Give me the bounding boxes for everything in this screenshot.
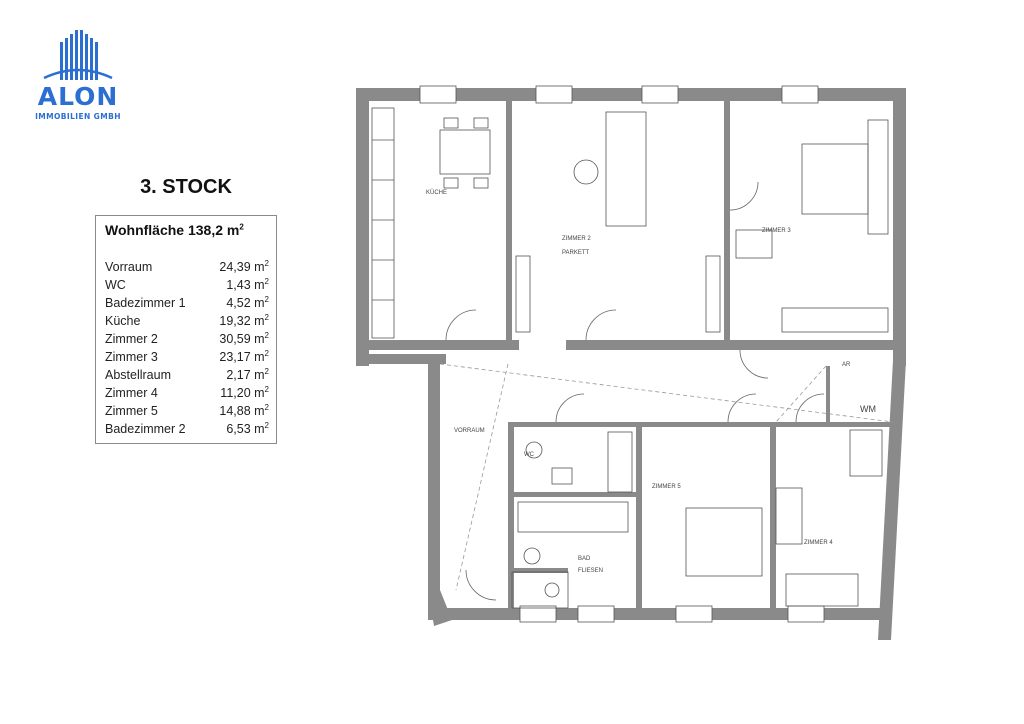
label-zimmer4: ZIMMER 4 [804,540,833,546]
kitchen-counter [371,107,395,339]
label-vorraum: VORRAUM [454,428,485,434]
room-name: Abstellraum [105,368,171,382]
bed-zimmer-3 [801,143,869,215]
label-wm: WM [860,404,876,414]
sofa [605,111,647,227]
label-fliesen: FLIESEN [578,568,603,574]
room-area: 23,17 m2 [219,348,269,364]
living-area-heading: Wohnfläche 138,2 m2 [105,222,244,238]
room-name: Vorraum [105,260,153,274]
interior-walls-lower [508,366,893,608]
room-area-list: Vorraum 24,39 m2 WC 1,43 m2 Badezimmer 1 4,52… [105,258,269,438]
label-kueche: KÜCHE [426,189,447,196]
room-name: Küche [105,314,141,328]
door-swings [445,181,825,601]
room-name: Zimmer 2 [105,332,158,346]
label-ar: AR [842,362,851,368]
area-summary-box: Wohnfläche 138,2 m2 Vorraum 24,39 m2 WC 1,4… [95,215,277,444]
label-wc: WC [524,452,535,458]
room-area: 30,59 m2 [219,330,269,346]
room-area: 1,43 m2 [226,276,269,292]
coffee-table [573,159,599,185]
area-row: Badezimmer 2 6,53 m2 [105,420,269,438]
label-zimmer5: ZIMMER 5 [652,484,681,490]
top-windows [419,85,819,104]
company-logo: ALON IMMOBILIEN GMBH [28,28,128,128]
room-name: Zimmer 4 [105,386,158,400]
room-name: Zimmer 5 [105,404,158,418]
room-area: 24,39 m2 [219,258,269,274]
area-row: Küche 19,32 m2 [105,312,269,330]
area-row: Zimmer 4 11,20 m2 [105,384,269,402]
label-zimmer2: ZIMMER 2 [562,236,591,242]
room-area: 4,52 m2 [226,294,269,310]
brand-subtitle: IMMOBILIEN GMBH [35,112,121,121]
room-area: 2,17 m2 [226,366,269,382]
wc-room [511,571,569,609]
label-parkett: PARKETT [562,250,590,256]
dashed-guides [439,363,894,591]
area-row: WC 1,43 m2 [105,276,269,294]
brand-name: ALON [37,82,119,111]
area-row: Badezimmer 1 4,52 m2 [105,294,269,312]
area-row: Zimmer 5 14,88 m2 [105,402,269,420]
desk-zimmer-4 [775,487,803,545]
room-area: 11,20 m2 [220,384,269,400]
room-name: Zimmer 3 [105,350,158,364]
room-area: 6,53 m2 [226,420,269,436]
area-row: Zimmer 3 23,17 m2 [105,348,269,366]
interior-walls-upper [369,101,893,350]
bathtub [607,431,633,493]
label-zimmer3: ZIMMER 3 [762,228,791,234]
area-row: Zimmer 2 30,59 m2 [105,330,269,348]
floor-plan: KÜCHE ZIMMER 2 ZIMMER 3 VORRAUM ZIMMER 5… [356,85,906,640]
floor-title: 3. STOCK [140,176,232,198]
outer-walls [356,88,906,640]
room-name: WC [105,278,126,292]
bed-zimmer-5 [685,507,763,577]
area-row: Vorraum 24,39 m2 [105,258,269,276]
area-row: Abstellraum 2,17 m2 [105,366,269,384]
bottom-windows [519,605,825,623]
room-area: 14,88 m2 [219,402,269,418]
dining-table [439,129,491,175]
room-name: Badezimmer 2 [105,422,186,436]
label-bad: BAD [578,556,591,562]
room-name: Badezimmer 1 [105,296,186,310]
building-logo-icon [43,30,113,80]
room-area: 19,32 m2 [219,312,269,328]
